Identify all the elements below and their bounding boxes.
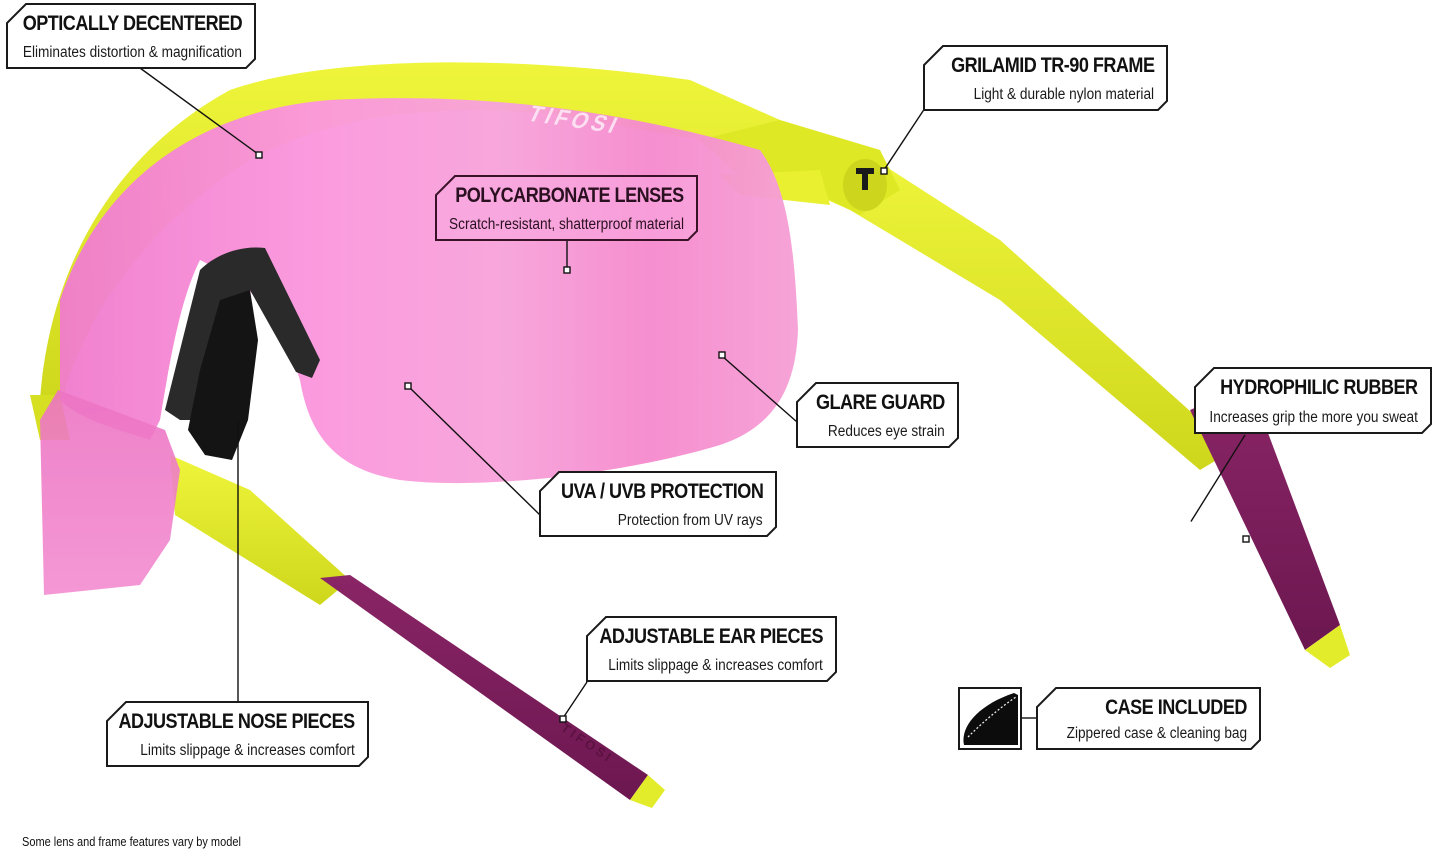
callout-polycarbonate-lenses: POLYCARBONATE LENSES Scratch-resistant, …: [435, 175, 698, 241]
callout-frame: [923, 45, 1168, 111]
callout-subtitle: Limits slippage & increases comfort: [140, 742, 355, 759]
right-temple-arm: [760, 150, 1350, 668]
callout-subtitle: Light & durable nylon material: [973, 86, 1154, 103]
callout-optically-decentered: OPTICALLY DECENTERED Eliminates distorti…: [6, 3, 256, 69]
callout-title: POLYCARBONATE LENSES: [455, 184, 684, 207]
callout-frame: [106, 701, 369, 767]
callout-subtitle: Eliminates distortion & magnification: [22, 44, 242, 61]
callout-grilamid-frame: GRILAMID TR-90 FRAME Light & durable nyl…: [923, 45, 1168, 111]
callout-title: GLARE GUARD: [816, 391, 945, 414]
callout-title: HYDROPHILIC RUBBER: [1220, 376, 1419, 399]
callout-subtitle: Scratch-resistant, shatterproof material: [448, 216, 684, 233]
callout-frame: [1036, 687, 1261, 750]
footnote: Some lens and frame features vary by mod…: [22, 835, 241, 849]
callout-frame: [435, 175, 698, 241]
callout-frame: [539, 471, 777, 537]
callout-title: ADJUSTABLE EAR PIECES: [599, 625, 823, 648]
nose-pads: [165, 247, 320, 460]
callout-glare-guard: GLARE GUARD Reduces eye strain: [796, 382, 959, 448]
callout-title: GRILAMID TR-90 FRAME: [950, 54, 1155, 77]
callout-title: CASE INCLUDED: [1105, 696, 1247, 719]
leader-lines: [139, 67, 1250, 723]
callout-title: OPTICALLY DECENTERED: [22, 12, 243, 35]
callout-subtitle: Limits slippage & increases comfort: [608, 657, 823, 674]
callout-subtitle: Zippered case & cleaning bag: [1066, 725, 1247, 742]
callout-subtitle: Reduces eye strain: [828, 423, 945, 440]
callout-frame: [1194, 367, 1432, 434]
callout-adjustable-nose-pieces: ADJUSTABLE NOSE PIECES Limits slippage &…: [106, 701, 369, 767]
callout-frame: [6, 3, 256, 69]
callout-title: ADJUSTABLE NOSE PIECES: [118, 710, 356, 733]
callout-subtitle: Protection from UV rays: [618, 512, 763, 529]
callout-uva-uvb-protection: UVA / UVB PROTECTION Protection from UV …: [539, 471, 777, 537]
case-icon: [958, 687, 1022, 750]
callout-case-included: CASE INCLUDED Zippered case & cleaning b…: [1036, 687, 1261, 750]
callout-hydrophilic-rubber: HYDROPHILIC RUBBER Increases grip the mo…: [1194, 367, 1432, 434]
callout-frame: [796, 382, 959, 448]
callout-frame: [586, 616, 837, 682]
callout-adjustable-ear-pieces: ADJUSTABLE EAR PIECES Limits slippage & …: [586, 616, 837, 682]
callout-subtitle: Increases grip the more you sweat: [1209, 409, 1418, 426]
callout-title: UVA / UVB PROTECTION: [560, 480, 764, 503]
hinge-t-logo: [856, 168, 874, 174]
